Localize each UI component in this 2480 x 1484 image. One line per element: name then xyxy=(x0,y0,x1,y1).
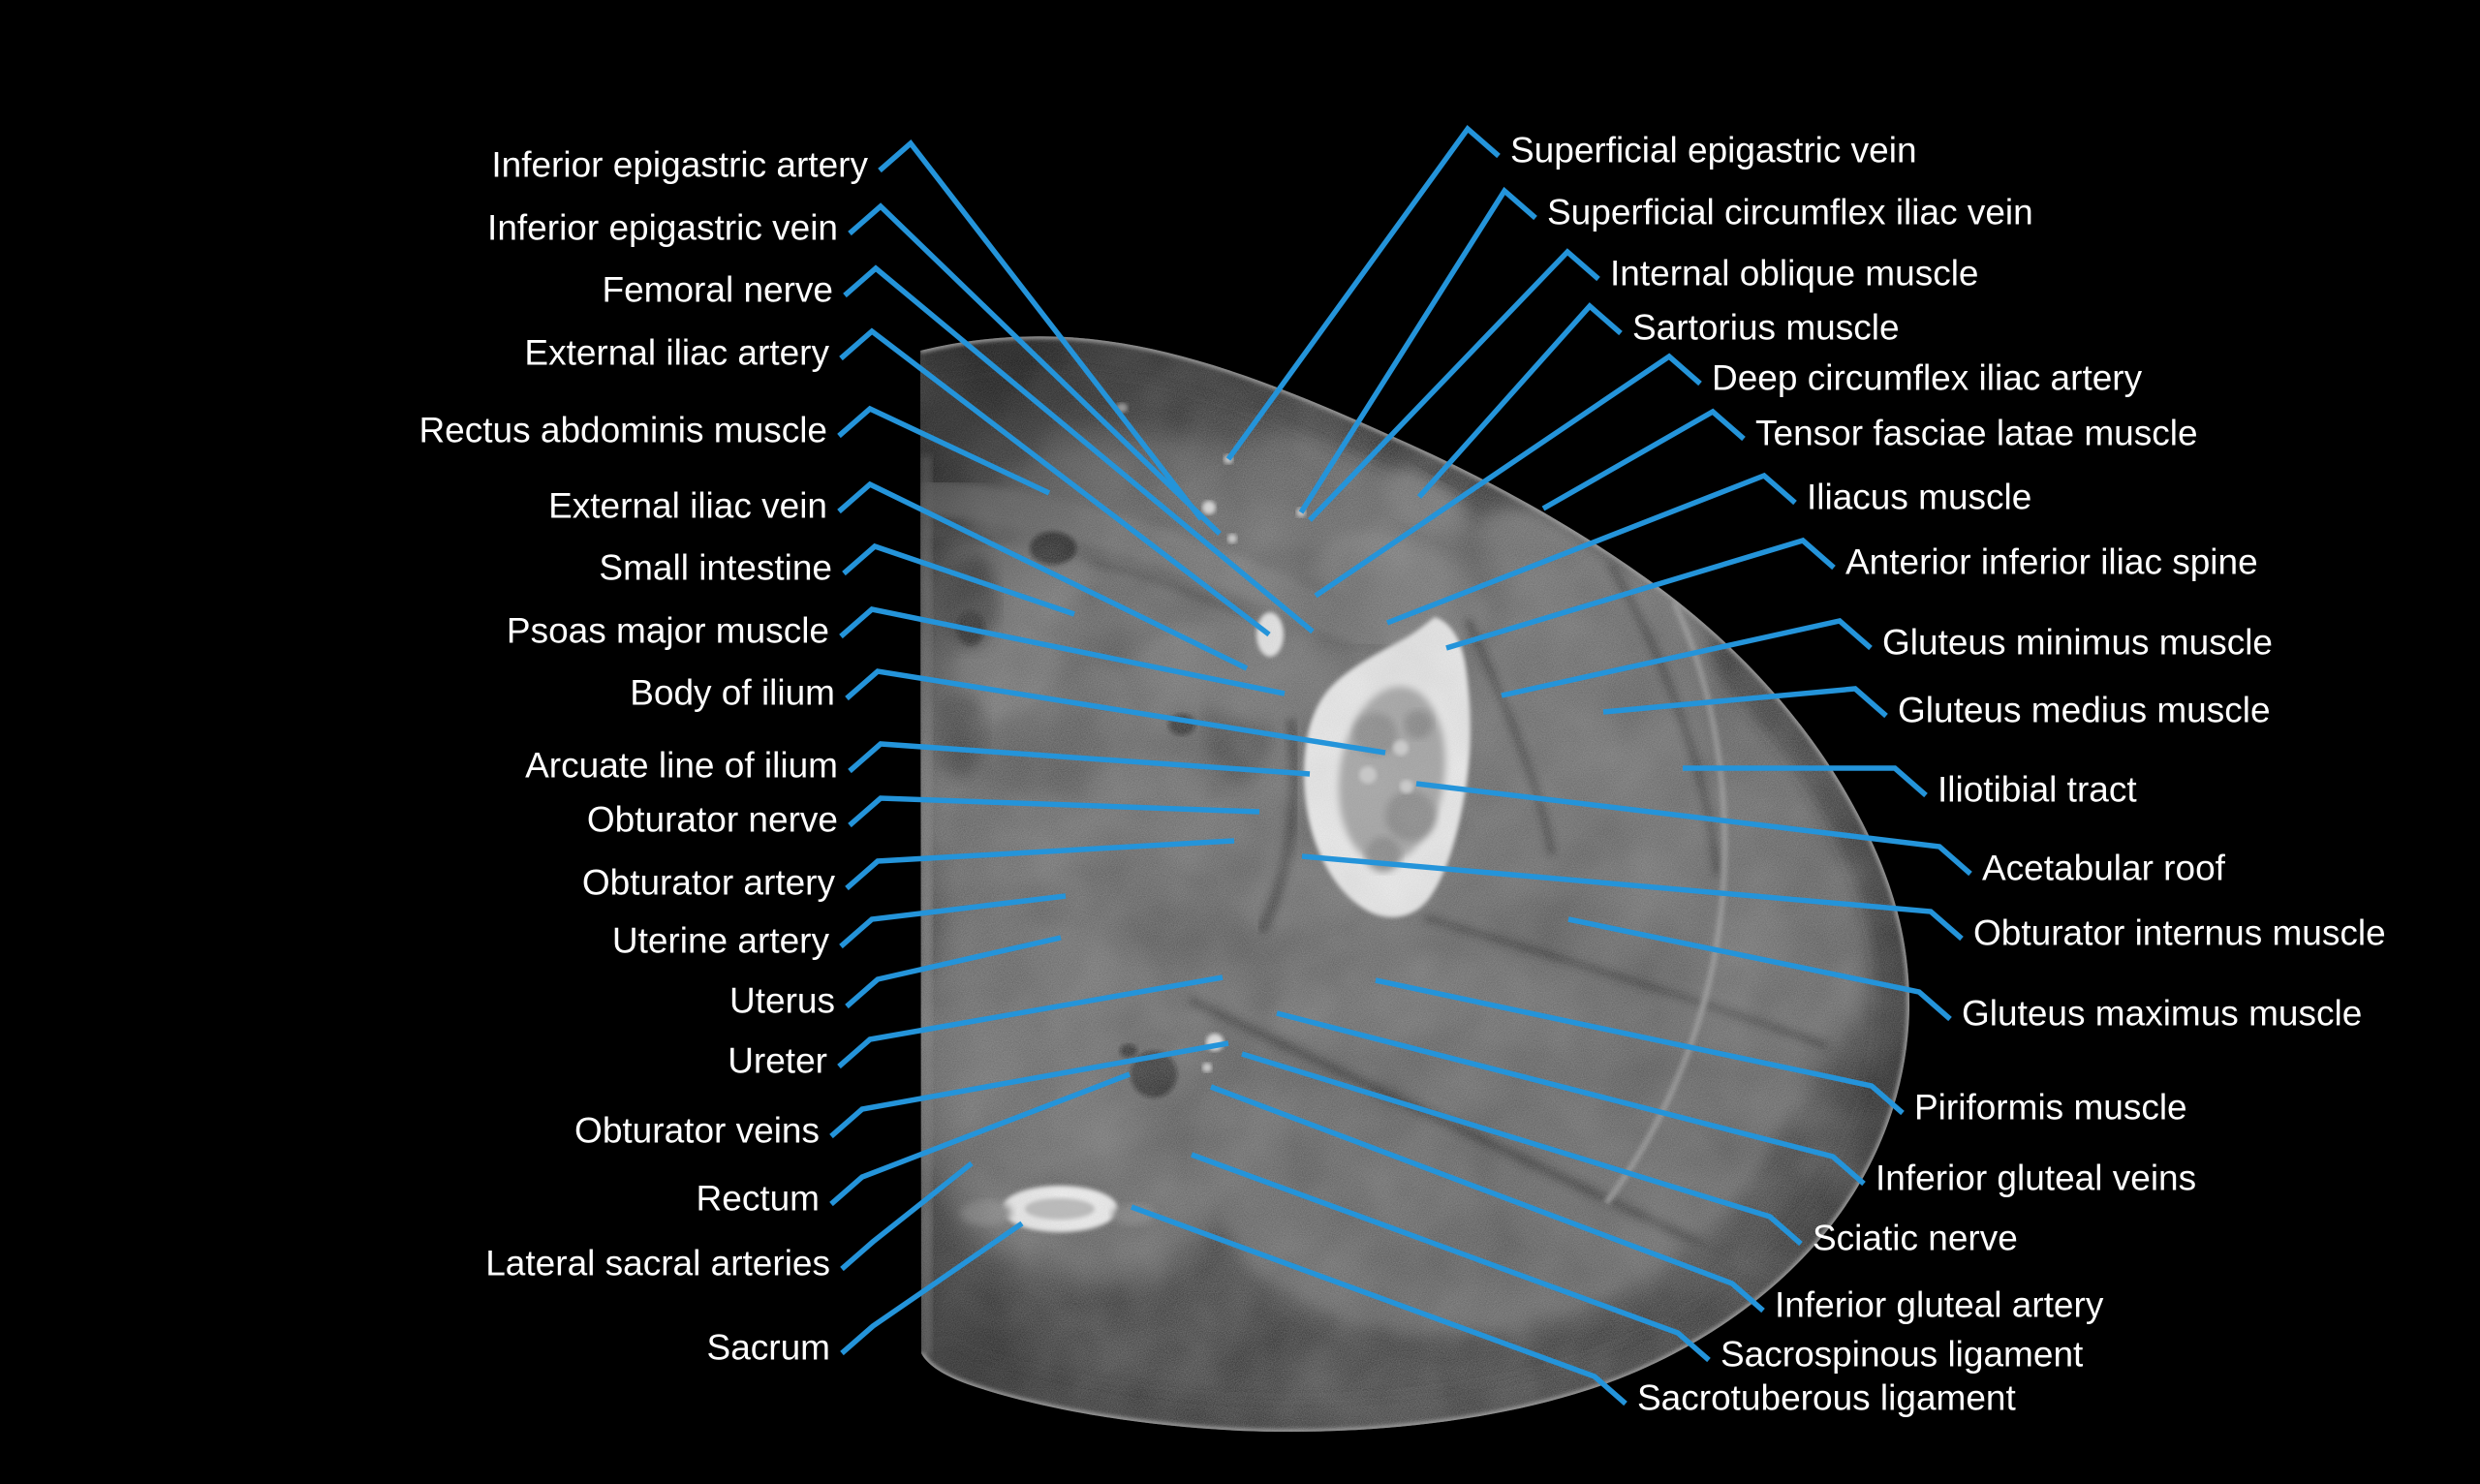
label-tensor-fasciae-latae-muscle: Tensor fasciae latae muscle xyxy=(1755,414,2198,453)
label-iliacus-muscle: Iliacus muscle xyxy=(1807,478,2031,517)
leader-line-inferior-epigastric-artery xyxy=(878,139,1204,521)
leader-line-superficial-epigastric-vein xyxy=(1225,124,1501,461)
leader-line-superficial-circumflex-iliac-vein xyxy=(1298,186,1537,514)
leader-line-rectum xyxy=(829,1071,1131,1207)
leader-line-deep-circumflex-iliac-artery xyxy=(1314,353,1702,599)
label-external-iliac-vein: External iliac vein xyxy=(548,486,827,526)
leader-line-gluteus-minimus-muscle xyxy=(1501,618,1873,698)
label-sacrotuberous-ligament: Sacrotuberous ligament xyxy=(1637,1378,2016,1418)
leader-line-piriformis-muscle xyxy=(1375,977,1905,1116)
leader-line-acetabular-roof xyxy=(1415,781,1972,877)
label-sacrospinous-ligament: Sacrospinous ligament xyxy=(1720,1335,2084,1375)
label-uterus: Uterus xyxy=(729,981,835,1021)
leader-line-sciatic-nerve xyxy=(1241,1051,1803,1247)
label-gluteus-minimus-muscle: Gluteus minimus muscle xyxy=(1882,623,2273,663)
leader-line-sartorius-muscle xyxy=(1416,302,1623,499)
leader-line-ureter xyxy=(837,974,1224,1069)
leader-line-gluteus-maximus-muscle xyxy=(1567,916,1952,1022)
label-external-iliac-artery: External iliac artery xyxy=(524,333,829,373)
leader-line-uterus xyxy=(845,935,1062,1009)
label-obturator-nerve: Obturator nerve xyxy=(587,800,838,840)
label-superficial-epigastric-vein: Superficial epigastric vein xyxy=(1510,131,1917,170)
leader-line-iliacus-muscle xyxy=(1385,472,1797,626)
label-acetabular-roof: Acetabular roof xyxy=(1982,849,2226,888)
label-obturator-internus-muscle: Obturator internus muscle xyxy=(1973,913,2386,953)
leader-line-body-of-ilium xyxy=(845,668,1386,756)
label-inferior-gluteal-veins: Inferior gluteal veins xyxy=(1876,1159,2196,1198)
leader-line-lateral-sacral-arteries xyxy=(840,1160,974,1272)
leader-line-inferior-gluteal-artery xyxy=(1210,1084,1765,1314)
label-inferior-epigastric-vein: Inferior epigastric vein xyxy=(487,208,838,248)
label-gluteus-medius-muscle: Gluteus medius muscle xyxy=(1898,691,2271,730)
label-gluteus-maximus-muscle: Gluteus maximus muscle xyxy=(1962,994,2362,1034)
label-obturator-artery: Obturator artery xyxy=(582,863,836,903)
leader-line-small-intestine xyxy=(842,542,1075,617)
leader-line-internal-oblique-muscle xyxy=(1308,248,1600,522)
label-psoas-major-muscle: Psoas major muscle xyxy=(507,611,829,651)
label-inferior-gluteal-artery: Inferior gluteal artery xyxy=(1775,1285,2104,1325)
label-anterior-inferior-iliac-spine: Anterior inferior iliac spine xyxy=(1845,542,2258,582)
leader-line-external-iliac-artery xyxy=(839,327,1271,637)
leader-line-obturator-nerve xyxy=(848,795,1260,828)
leader-line-uterine-artery xyxy=(839,893,1067,949)
leader-line-rectus-abdominis-muscle xyxy=(837,405,1051,496)
leader-line-anterior-inferior-iliac-spine xyxy=(1445,537,1836,651)
label-lateral-sacral-arteries: Lateral sacral arteries xyxy=(485,1244,830,1283)
leader-line-arcuate-line-of-ilium xyxy=(848,741,1311,777)
label-obturator-veins: Obturator veins xyxy=(574,1111,820,1151)
leader-line-psoas-major-muscle xyxy=(839,606,1286,696)
label-body-of-ilium: Body of ilium xyxy=(630,673,835,713)
label-sacrum: Sacrum xyxy=(707,1328,830,1368)
leader-line-femoral-nerve xyxy=(843,264,1315,634)
leader-line-iliotibial-tract xyxy=(1683,765,1928,798)
leader-line-tensor-fasciae-latae-muscle xyxy=(1541,408,1746,511)
leader-line-sacrum xyxy=(840,1221,1024,1356)
label-rectum: Rectum xyxy=(697,1179,820,1219)
label-small-intestine: Small intestine xyxy=(599,548,832,588)
label-deep-circumflex-iliac-artery: Deep circumflex iliac artery xyxy=(1712,358,2143,398)
leader-lines-layer xyxy=(829,124,1972,1407)
label-femoral-nerve: Femoral nerve xyxy=(602,270,833,310)
leader-line-inferior-epigastric-vein xyxy=(848,202,1222,536)
leader-line-external-iliac-vein xyxy=(837,480,1249,671)
label-iliotibial-tract: Iliotibial tract xyxy=(1938,770,2137,810)
leader-line-sacrospinous-ligament xyxy=(1191,1152,1711,1363)
label-rectus-abdominis-muscle: Rectus abdominis muscle xyxy=(418,411,827,450)
label-ureter: Ureter xyxy=(728,1041,827,1081)
leader-line-sacrotuberous-ligament xyxy=(1131,1204,1628,1407)
label-inferior-epigastric-artery: Inferior epigastric artery xyxy=(491,145,868,185)
leader-line-inferior-gluteal-veins xyxy=(1276,1010,1866,1187)
label-sartorius-muscle: Sartorius muscle xyxy=(1632,308,1900,348)
label-arcuate-line-of-ilium: Arcuate line of ilium xyxy=(525,746,838,786)
label-uterine-artery: Uterine artery xyxy=(612,921,830,961)
leader-line-obturator-internus-muscle xyxy=(1301,853,1964,942)
label-piriformis-muscle: Piriformis muscle xyxy=(1914,1088,2187,1128)
leader-line-obturator-veins xyxy=(829,1040,1229,1139)
leader-line-gluteus-medius-muscle xyxy=(1602,686,1888,719)
label-internal-oblique-muscle: Internal oblique muscle xyxy=(1610,254,1979,294)
label-sciatic-nerve: Sciatic nerve xyxy=(1813,1219,2018,1258)
label-superficial-circumflex-iliac-vein: Superficial circumflex iliac vein xyxy=(1547,193,2033,232)
leader-line-obturator-artery xyxy=(845,838,1235,891)
